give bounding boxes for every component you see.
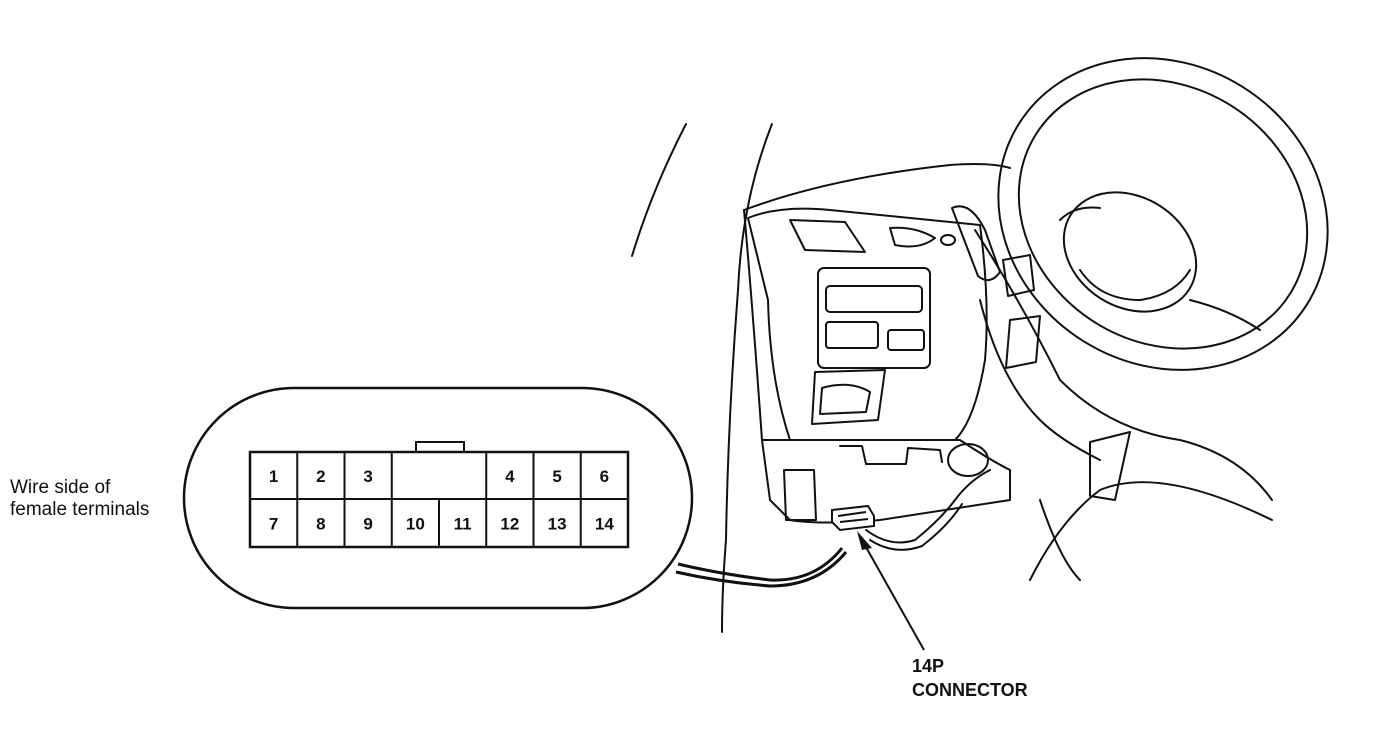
a-pillar-inner-line bbox=[721, 123, 773, 633]
pin-14-label: 14 bbox=[595, 515, 614, 534]
14p-connector-housing bbox=[831, 504, 875, 532]
steering-column-boss bbox=[947, 443, 989, 477]
steering-wheel-hub bbox=[1062, 191, 1198, 313]
steering-wheel-spoke-left bbox=[1059, 206, 1101, 221]
pin-11-label: 11 bbox=[454, 515, 472, 534]
lower-left-pocket bbox=[783, 469, 817, 521]
pin-3-label: 3 bbox=[363, 467, 372, 486]
dashboard-lower-line bbox=[743, 209, 763, 441]
pin-5-label: 5 bbox=[552, 467, 561, 486]
steering-wheel-inner-rim bbox=[1017, 78, 1309, 350]
lower-dash-bracket bbox=[839, 445, 943, 465]
floor-line bbox=[1039, 499, 1081, 581]
pin-4-label: 4 bbox=[505, 467, 515, 486]
pin-6-label: 6 bbox=[600, 467, 609, 486]
left-air-vent bbox=[789, 219, 866, 253]
harness-wire-outer bbox=[869, 503, 963, 551]
door-trim-line bbox=[1089, 431, 1131, 501]
pin-8-label: 8 bbox=[316, 515, 325, 534]
dashboard-top-line bbox=[743, 163, 1011, 211]
steering-wheel-rim bbox=[997, 57, 1329, 371]
harness-wire bbox=[865, 469, 991, 544]
wire-side-caption-line2: female terminals bbox=[10, 499, 150, 520]
wiper-switch bbox=[1002, 254, 1035, 297]
vent-knob bbox=[940, 234, 956, 246]
steering-column bbox=[974, 229, 1273, 501]
connector-caption-line2: CONNECTOR bbox=[912, 680, 1028, 700]
callout-leader-wire bbox=[677, 547, 844, 582]
center-air-vent bbox=[889, 226, 936, 248]
pin-2-label: 2 bbox=[316, 467, 325, 486]
console-pocket bbox=[811, 369, 886, 425]
connector-pointer-arrow bbox=[857, 531, 925, 651]
pin-13-label: 13 bbox=[548, 515, 567, 534]
column-lower-edge bbox=[979, 299, 1101, 461]
center-console-outline bbox=[747, 207, 988, 441]
connector-caption: 14P CONNECTOR bbox=[912, 654, 1028, 702]
stalk-lever bbox=[951, 205, 1001, 282]
lower-dash-panel bbox=[761, 439, 1011, 524]
pin-1-label: 1 bbox=[269, 467, 278, 486]
steering-wheel-spoke-right bbox=[1189, 299, 1261, 331]
dash-right-edge bbox=[1005, 315, 1041, 369]
pin-7-label: 7 bbox=[269, 515, 278, 534]
radio-display bbox=[825, 285, 923, 313]
a-pillar-outer-line bbox=[631, 123, 687, 257]
wire-side-caption: Wire side of female terminals bbox=[10, 477, 149, 521]
vehicle-interior-illustration bbox=[631, 57, 1329, 633]
callout-leader-wire-shadow bbox=[675, 551, 848, 588]
climate-button-right bbox=[887, 329, 925, 351]
steering-wheel-horn-pad bbox=[1079, 269, 1191, 301]
connector-caption-line1: 14P bbox=[912, 656, 945, 676]
door-panel-line bbox=[1029, 481, 1273, 581]
pin-10-label: 10 bbox=[406, 515, 425, 534]
console-pocket-inner bbox=[819, 383, 871, 415]
pin-9-label: 9 bbox=[363, 515, 372, 534]
climate-button-left bbox=[825, 321, 879, 349]
pin-12-label: 12 bbox=[500, 515, 519, 534]
wire-side-caption-line1: Wire side of bbox=[10, 477, 111, 498]
radio-panel bbox=[817, 267, 931, 369]
